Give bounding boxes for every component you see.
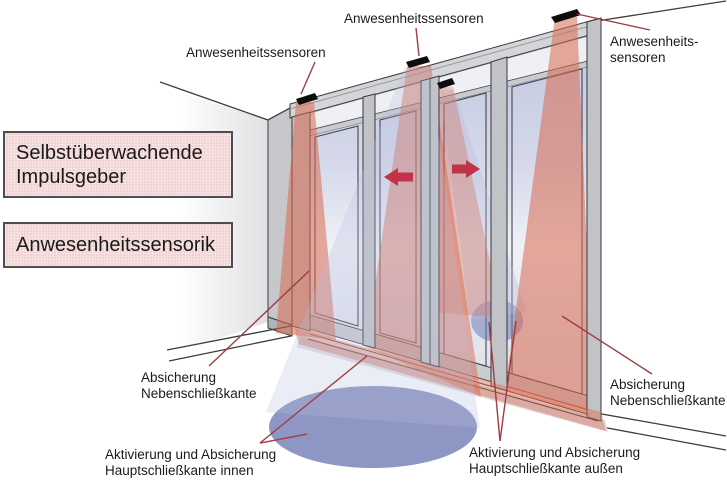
arrow-right-icon: [452, 160, 480, 178]
leader-main-edge-inner-b: [259, 355, 368, 444]
arrow-left-icon: [384, 168, 413, 186]
direction-arrows: [384, 160, 480, 186]
label-secondary-closing-edge-left: Absicherung Nebenschließkante: [141, 370, 257, 401]
floor-edge-right-2: [601, 426, 727, 451]
presence-sensor-4: [551, 9, 581, 23]
leader-secondary-edge-left: [208, 270, 310, 367]
presence-sensor-3: [437, 78, 455, 89]
legend-box-impulsgeber-label: Selbstüberwachende Impulsgeber: [16, 142, 203, 188]
label-presence-sensors-top-right: Anwesenheits- sensoren: [610, 34, 699, 65]
presence-sensor-1: [296, 93, 318, 105]
label-presence-sensors-top-left: Anwesenheitssensoren: [186, 45, 326, 60]
ceiling-edge-right: [596, 0, 727, 22]
legend-box-anwesenheitssensorik: Anwesenheitssensorik: [3, 222, 233, 268]
leader-main-edge-outer-b: [499, 320, 517, 442]
presence-sensor-2: [406, 56, 430, 68]
right-detection-cone: [505, 17, 594, 415]
label-presence-sensors-top-middle: Anwesenheitssensoren: [344, 11, 484, 26]
ceiling-edge-left: [159, 81, 269, 121]
right-jamb: [586, 17, 602, 422]
post-4: [490, 56, 508, 392]
threshold-highlight: [294, 328, 606, 431]
inner-detection-zones: [266, 68, 606, 468]
leader-secondary-edge-right: [561, 315, 653, 375]
leader-sensor-top-left: [300, 61, 316, 95]
sensors: [296, 9, 581, 105]
legend-box-anwesenheitssensorik-label: Anwesenheitssensorik: [16, 234, 215, 256]
label-secondary-closing-edge-right: Absicherung Nebenschließkante: [610, 377, 726, 408]
post-2: [362, 93, 376, 349]
leader-main-edge-inner-a: [259, 433, 308, 444]
left-detection-cone: [276, 102, 336, 340]
leader-sensor-top-middle: [415, 27, 420, 57]
leader-main-edge-outer-a: [488, 321, 501, 442]
legend-box-impulsgeber: Selbstüberwachende Impulsgeber: [3, 131, 233, 198]
floor-edge-left-2: [168, 335, 292, 362]
label-main-closing-edge-outer: Aktivierung und Absicherung Hauptschließ…: [469, 445, 641, 476]
inner-activation-field: [269, 386, 477, 468]
leader-sensor-top-right: [576, 13, 651, 31]
header-inner-line: [289, 23, 598, 110]
floor-edge-left-1: [166, 325, 292, 351]
label-main-closing-edge-inner: Aktivierung und Absicherung Hauptschließ…: [105, 447, 277, 478]
inner-activation-cone: [266, 68, 480, 428]
floor-edge-right-1: [595, 412, 727, 437]
leader-lines: [208, 13, 653, 444]
